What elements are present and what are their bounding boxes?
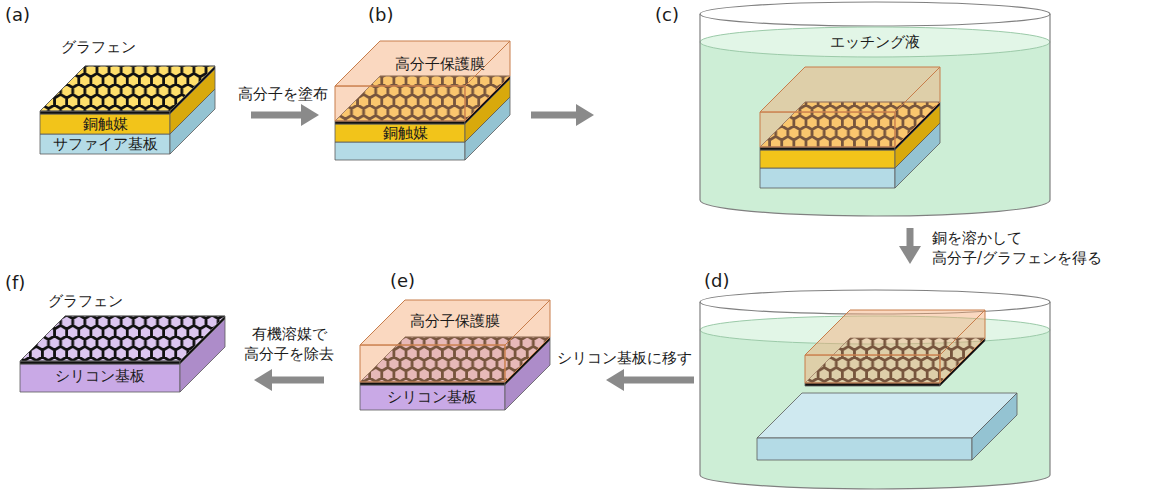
stack-e: [360, 300, 550, 410]
step-label: 有機溶媒で 高分子を除去: [241, 324, 338, 364]
step-letter: (e): [390, 270, 415, 292]
silicon-top: [20, 316, 225, 361]
graphene-edge: [40, 111, 170, 114]
substrate-d: [757, 393, 1017, 460]
step-label: シリコン基板に移す: [555, 348, 694, 368]
layer-label: 高分子保護膜: [395, 55, 485, 73]
arrow-shaft: [622, 377, 694, 384]
step-letter: (f): [5, 272, 25, 294]
sapphire-front: [335, 142, 465, 160]
polymer-film: 高分子保護膜: [410, 312, 500, 330]
stack-f: [20, 316, 225, 392]
arrow-shaft: [251, 112, 303, 119]
layer-label: 銅触媒: [383, 124, 428, 142]
etchant-surface: [700, 27, 1050, 57]
silicon-substrate: シリコン基板: [387, 388, 477, 406]
beaker-wall: [700, 14, 1050, 216]
step-label: 銅を溶かして 高分子/グラフェンを得る: [930, 228, 1108, 268]
silicon-substrate: シリコン基板: [55, 367, 145, 385]
step-letter: (d): [704, 270, 729, 292]
layer-label: シリコン基板: [55, 367, 145, 385]
polymer-top: [360, 300, 550, 345]
process-arrow: [251, 104, 319, 126]
copper-top: [40, 66, 215, 111]
polymer-front: [360, 345, 505, 382]
arrow-shaft: [907, 228, 914, 248]
arrow-head: [576, 104, 594, 126]
graphene-lattice: [20, 316, 225, 361]
bath-label: エッチング液: [830, 33, 920, 51]
sapphire-front: [760, 168, 895, 188]
graphene-layer: グラフェン: [48, 292, 123, 310]
step-panel: (c) エッチング液: [600, 0, 1060, 222]
copper-layer: 銅触媒: [383, 124, 428, 142]
process-arrow: [254, 369, 324, 391]
process-arrow: [606, 369, 694, 391]
layer-label: 銅触媒: [83, 115, 128, 133]
stack-c: [760, 67, 940, 188]
graphene-layer: グラフェン: [61, 38, 136, 56]
sapphire-front: [40, 134, 170, 154]
step-letter: (b): [368, 4, 393, 26]
polymer-top: [760, 67, 940, 112]
step-letter: (c): [655, 4, 679, 26]
substrate-top: [757, 393, 1017, 438]
layer-label: シリコン基板: [387, 388, 477, 406]
copper-layer: 銅触媒: [83, 115, 128, 133]
beaker-d: [700, 290, 1050, 489]
step-panel: (e) 高分子保護膜シリコン基板: [330, 268, 600, 418]
film-d: [805, 310, 985, 386]
step-letter: (a): [5, 4, 30, 26]
step-panel: (b) 高分子保護膜銅触媒: [325, 0, 525, 165]
copper-front: [40, 114, 170, 134]
polymer-front: [760, 112, 895, 147]
substrate-front: [757, 438, 972, 460]
layer-label: 高分子保護膜: [410, 312, 500, 330]
process-arrow: [899, 228, 921, 264]
process-arrow: [531, 104, 594, 126]
substrate-side: [972, 393, 1017, 460]
graphene-lattice: [40, 66, 215, 111]
arrow-head: [899, 246, 921, 264]
arrow-head: [301, 104, 319, 126]
silicon-front: [360, 385, 505, 410]
etching-bath: エッチング液: [830, 33, 920, 51]
beaker-rim: [700, 2, 1050, 26]
graphene-edge: [20, 361, 180, 364]
polymer-top: [805, 310, 985, 355]
arrow-head: [606, 369, 624, 391]
beaker-wall: [700, 302, 1050, 489]
polymer-front: [335, 86, 465, 121]
layer-label: サファイア基板: [53, 135, 158, 153]
copper-front: [335, 124, 465, 142]
stack-a: [40, 66, 215, 154]
stack-b: [335, 41, 510, 160]
step-label: 高分子を塗布: [236, 84, 330, 104]
beaker-c: [700, 2, 1050, 216]
copper-front: [760, 150, 895, 168]
arrow-head: [254, 369, 272, 391]
layer-label: グラフェン: [61, 38, 136, 56]
arrow-shaft: [270, 377, 324, 384]
layer-label: グラフェン: [48, 292, 123, 310]
polymer-front: [805, 355, 940, 383]
polymer-film: 高分子保護膜: [395, 55, 485, 73]
arrow-shaft: [531, 112, 578, 119]
step-panel: (f) グラフェンシリコン基板: [0, 268, 248, 403]
polymer-top: [335, 41, 510, 86]
step-panel: (a) グラフェン銅触媒サファイア基板: [0, 0, 245, 160]
silicon-front: [20, 364, 180, 392]
etchant: [700, 27, 1050, 216]
sapphire-substrate: サファイア基板: [53, 135, 158, 153]
step-panel: (d): [700, 270, 1060, 492]
